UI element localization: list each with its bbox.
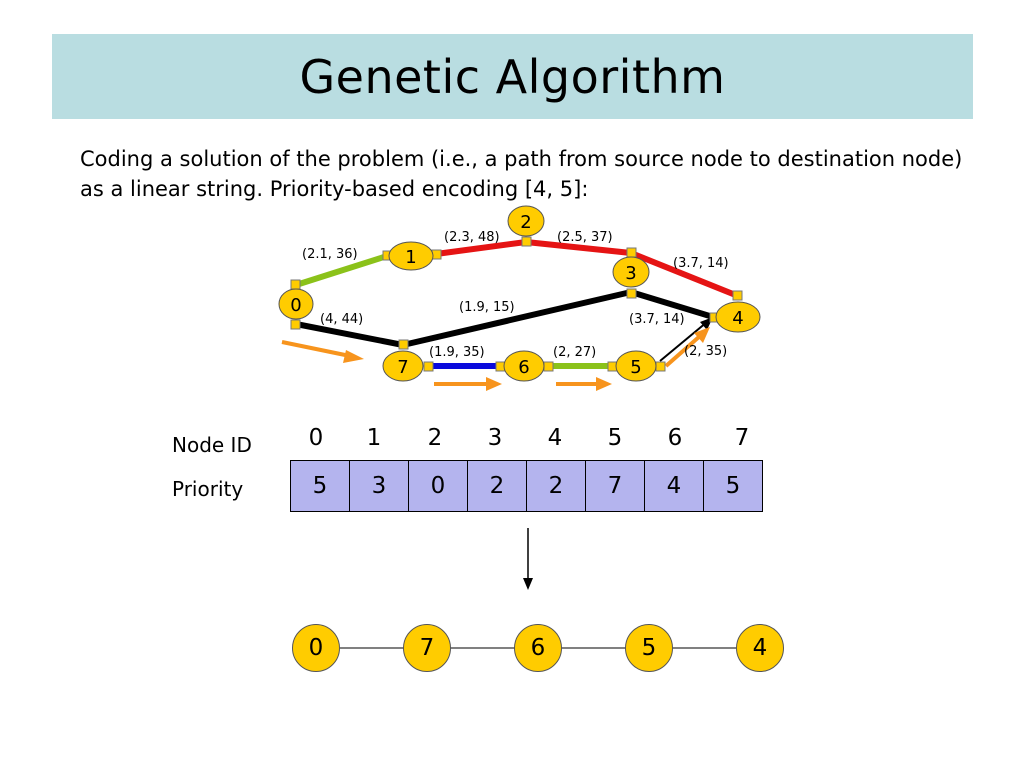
result-path-node: 4 <box>736 624 784 672</box>
edge-label-2-3: (2.5, 37) <box>557 230 613 245</box>
priority-cell: 2 <box>526 460 586 512</box>
priority-table: 5 3 0 2 2 7 4 5 <box>290 460 763 512</box>
graph-node-1: 1 <box>388 241 434 271</box>
intro-text: Coding a solution of the problem (i.e., … <box>80 147 963 201</box>
edge-0-7 <box>295 321 404 348</box>
priority-cell: 2 <box>467 460 527 512</box>
edge-label-0-1: (2.1, 36) <box>302 247 358 262</box>
node-id-header: 6 <box>667 425 683 451</box>
priority-row: 5 3 0 2 2 7 4 5 <box>290 460 763 512</box>
edge-label-7-6: (1.9, 35) <box>429 345 485 360</box>
edge-7-3 <box>402 289 632 348</box>
node-id-header: 5 <box>607 425 623 451</box>
edge-2-3 <box>525 239 632 256</box>
priority-cell: 5 <box>290 460 350 512</box>
priority-cell: 4 <box>644 460 704 512</box>
result-path-node: 6 <box>514 624 562 672</box>
node-label: 1 <box>405 247 416 268</box>
priority-cell: 3 <box>349 460 409 512</box>
priority-cell: 5 <box>703 460 763 512</box>
result-path-node: 5 <box>625 624 673 672</box>
priority-cell: 7 <box>585 460 645 512</box>
node-id-header: 4 <box>547 425 563 451</box>
node-id-header: 2 <box>427 425 443 451</box>
graph-node-0: 0 <box>278 288 314 320</box>
graph-node-7: 7 <box>382 350 424 382</box>
slide-title: Genetic Algorithm <box>299 49 726 104</box>
node-label: 6 <box>518 357 529 378</box>
orange-arrow-6-5 <box>556 377 612 391</box>
edge-label-1-2: (2.3, 48) <box>444 230 500 245</box>
node-label: 2 <box>520 212 531 233</box>
priority-row-label: Priority <box>172 477 244 501</box>
result-path-node: 7 <box>403 624 451 672</box>
graph-node-3: 3 <box>612 256 650 288</box>
edge-3-4 <box>629 250 740 299</box>
graph-node-5: 5 <box>615 350 657 382</box>
node-id-header: 7 <box>734 425 750 451</box>
edge-label-3-4: (3.7, 14) <box>673 256 729 271</box>
title-bar: Genetic Algorithm <box>52 34 973 119</box>
edge-label-0-7: (4, 44) <box>320 312 363 327</box>
connector-squares <box>290 236 743 372</box>
edge-label-3-5: (3.7, 14) <box>629 312 685 327</box>
graph-node-6: 6 <box>503 350 545 382</box>
node-label: 4 <box>732 308 743 329</box>
orange-arrow-0-7 <box>281 340 364 363</box>
orange-arrow-7-6 <box>434 377 502 391</box>
node-id-header: 0 <box>308 425 324 451</box>
edge-label-5-4: (2, 35) <box>684 344 727 359</box>
edge-1-2 <box>435 239 527 257</box>
node-id-header: 3 <box>487 425 503 451</box>
node-label: 3 <box>625 263 636 284</box>
edge-3-5 <box>630 289 714 320</box>
node-id-row-label: Node ID <box>172 433 252 457</box>
node-id-header: 1 <box>366 425 382 451</box>
node-label: 0 <box>290 295 301 316</box>
result-path-node: 0 <box>292 624 340 672</box>
edge-label-6-5: (2, 27) <box>553 345 596 360</box>
graph-node-4: 4 <box>715 301 761 333</box>
orange-arrow-5-4 <box>664 327 710 368</box>
node-label: 5 <box>630 357 641 378</box>
graph-node-2: 2 <box>507 205 545 237</box>
node-label: 7 <box>397 357 408 378</box>
down-arrow <box>523 528 533 590</box>
edge-0-1 <box>295 253 388 288</box>
edge-label-7-3: (1.9, 15) <box>459 300 515 315</box>
priority-cell: 0 <box>408 460 468 512</box>
